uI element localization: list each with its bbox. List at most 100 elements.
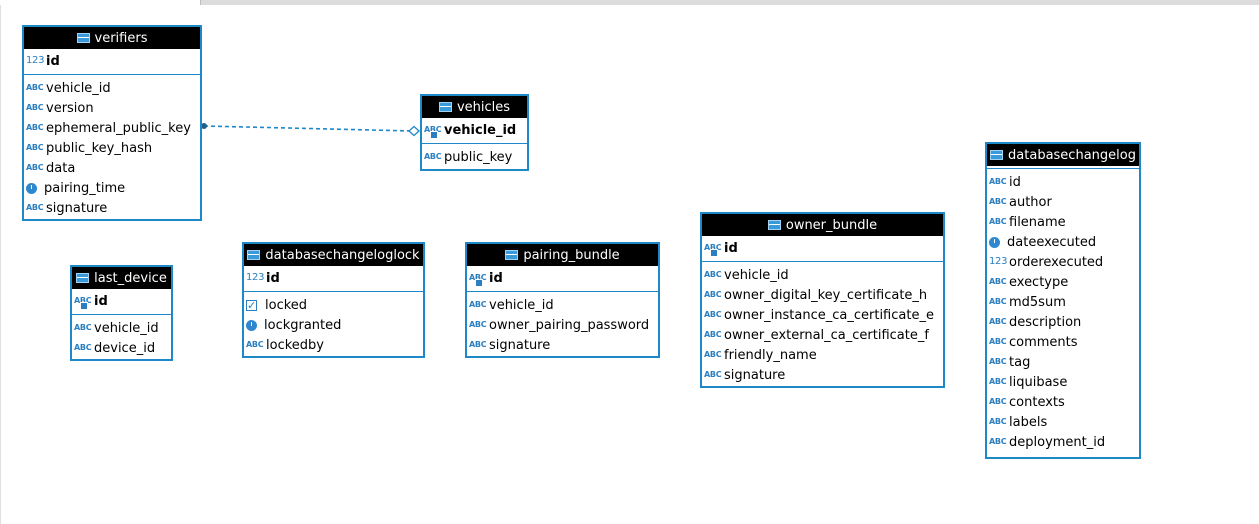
- entity-header-pairing-bundle[interactable]: pairing_bundle: [467, 244, 658, 266]
- clock-icon: [989, 236, 1000, 248]
- text-type-icon: ABC: [704, 370, 722, 379]
- column-name: id: [46, 53, 60, 69]
- relationship-verifiers-vehicles[interactable]: [203, 125, 414, 132]
- text-type-icon: ABC: [989, 357, 1007, 366]
- column-row[interactable]: ✓locked: [244, 295, 423, 315]
- text-type-icon: ABC: [424, 152, 442, 161]
- column-name: tag: [1009, 354, 1031, 370]
- entity-header-databasechangeloglock[interactable]: databasechangeloglock: [244, 244, 423, 266]
- text-type-icon: ABC: [989, 217, 1007, 226]
- table-icon: [767, 220, 781, 230]
- column-name: filename: [1009, 214, 1066, 230]
- text-type-icon: ABC: [989, 397, 1007, 406]
- column-row[interactable]: pairing_time: [24, 178, 200, 198]
- column-name: owner_digital_key_certificate_h: [724, 287, 928, 303]
- entity-header-verifiers[interactable]: verifiers: [24, 27, 200, 49]
- entity-title: databasechangelog: [1008, 147, 1136, 163]
- text-type-icon: ABC: [26, 103, 44, 112]
- column-name: vehicle_id: [724, 267, 789, 283]
- column-name: dateexecuted: [1007, 234, 1097, 250]
- checkbox-icon: ✓: [246, 298, 257, 312]
- column-name: md5sum: [1009, 294, 1066, 310]
- entity-header-owner-bundle[interactable]: owner_bundle: [702, 214, 943, 236]
- column-name: signature: [489, 337, 551, 353]
- editor-tab-strip: [0, 0, 1259, 5]
- text-type-icon: ABC: [704, 310, 722, 319]
- entity-title: verifiers: [94, 30, 148, 46]
- text-type-icon: ABC: [74, 323, 92, 332]
- column-name: signature: [724, 367, 786, 383]
- text-type-icon: ABC: [26, 143, 44, 152]
- entity-title: databasechangeloglock: [265, 247, 420, 263]
- column-name: data: [46, 160, 76, 176]
- text-type-icon: ABC: [704, 290, 722, 299]
- editor-tab[interactable]: [0, 0, 201, 5]
- entity-header-vehicles[interactable]: vehicles: [422, 96, 527, 118]
- column-name: vehicle_id: [46, 80, 111, 96]
- entity-header-databasechangelog[interactable]: databasechangelog: [987, 144, 1139, 166]
- canvas-left-border: [0, 5, 1, 524]
- entity-header-last-device[interactable]: last_device: [72, 267, 171, 289]
- table-icon: [76, 273, 90, 283]
- numeric-type-icon: 123: [989, 256, 1008, 267]
- text-type-icon: ABC: [704, 270, 722, 279]
- text-key-type-icon: ABC: [424, 125, 442, 139]
- table-icon: [505, 250, 519, 260]
- column-row[interactable]: dateexecuted: [987, 232, 1139, 252]
- column-row[interactable]: lockgranted: [244, 315, 423, 335]
- column-name: deployment_id: [1009, 434, 1106, 450]
- text-type-icon: ABC: [26, 203, 44, 212]
- table-icon: [438, 102, 452, 112]
